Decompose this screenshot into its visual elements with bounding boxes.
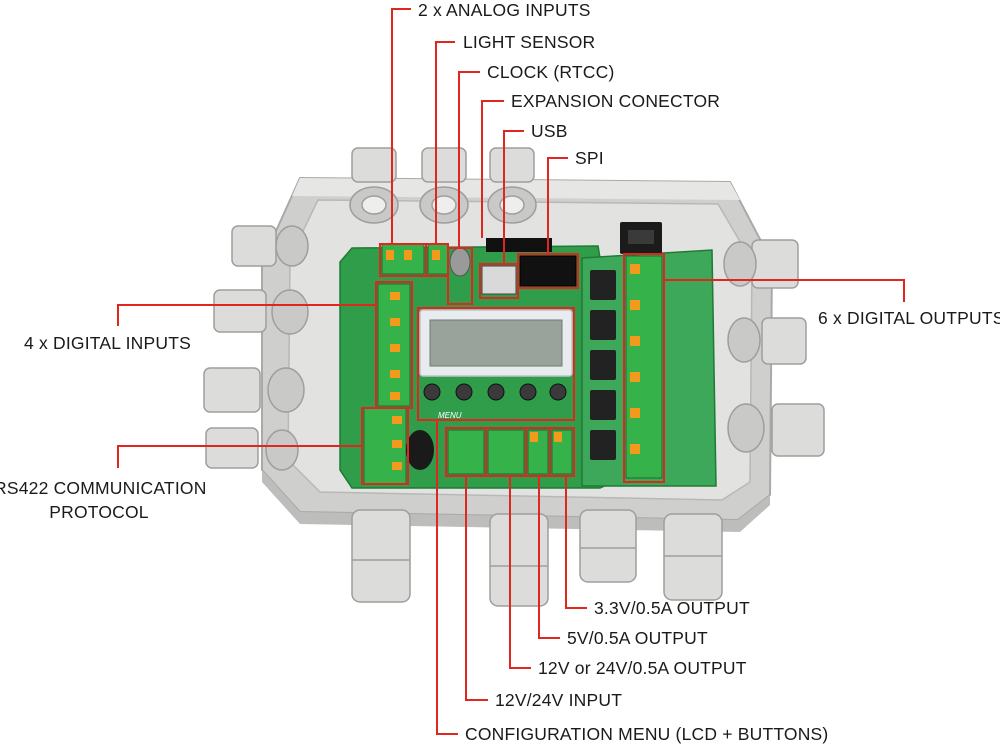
- label-usb: USB: [531, 121, 568, 141]
- gland-bottom-3: [579, 509, 637, 583]
- expansion-header: [486, 238, 552, 252]
- rtcc-battery: [449, 247, 471, 277]
- gland-right-3: [727, 403, 825, 457]
- label-rs422-line1: RS422 COMMUNICATION: [0, 478, 207, 498]
- label-config-menu: CONFIGURATION MENU (LCD + BUTTONS): [465, 724, 829, 744]
- light-sensor-terminal: [427, 243, 449, 275]
- label-expansion-connector: EXPANSION CONECTOR: [511, 91, 721, 111]
- label-spi: SPI: [575, 148, 604, 168]
- leader-lines: [117, 8, 905, 735]
- rs422-terminals: [363, 407, 434, 485]
- label-analog-inputs: 2 x ANALOG INPUTS: [418, 0, 591, 20]
- spi-header: [519, 255, 577, 287]
- gland-right-1: [723, 239, 799, 289]
- label-rs422-line2: PROTOCOL: [49, 502, 149, 522]
- label-5v-output: 5V/0.5A OUTPUT: [567, 628, 708, 648]
- pcb-board: MENU: [339, 222, 717, 489]
- label-12v-24v-output: 12V or 24V/0.5A OUTPUT: [538, 658, 747, 678]
- gland-top-2: [419, 147, 469, 224]
- gland-top-1: [349, 147, 399, 224]
- usb-port: [481, 265, 517, 295]
- gland-right-2: [727, 317, 807, 365]
- label-digital-outputs: 6 x DIGITAL OUTPUTS: [818, 308, 1000, 328]
- power-terminals: [447, 429, 573, 475]
- highlight-33v-output: [549, 427, 575, 477]
- menu-silkscreen: MENU: [438, 411, 462, 420]
- gland-left-3: [203, 367, 305, 413]
- cable-glands: [203, 147, 825, 607]
- gland-bottom-4: [663, 513, 723, 601]
- gland-left-4: [205, 427, 299, 471]
- highlight-lcd: [417, 307, 575, 421]
- gland-bottom-1: [351, 509, 411, 603]
- label-33v-output: 3.3V/0.5A OUTPUT: [594, 598, 750, 618]
- label-clock: CLOCK (RTCC): [487, 62, 615, 82]
- label-light-sensor: LIGHT SENSOR: [463, 32, 596, 52]
- digital-input-terminals: [377, 283, 411, 407]
- label-12v-24v-input: 12V/24V INPUT: [495, 690, 623, 710]
- config-buttons: [423, 383, 567, 401]
- relays: [590, 270, 616, 460]
- gland-left-2: [213, 289, 309, 335]
- highlight-digital-outputs: [623, 253, 665, 483]
- analog-terminals: [381, 243, 425, 275]
- gland-top-3: [487, 147, 537, 224]
- digital-output-terminals: [625, 255, 663, 479]
- label-digital-inputs: 4 x DIGITAL INPUTS: [24, 333, 191, 353]
- lcd-display: [419, 309, 573, 377]
- gland-left-1: [231, 225, 309, 267]
